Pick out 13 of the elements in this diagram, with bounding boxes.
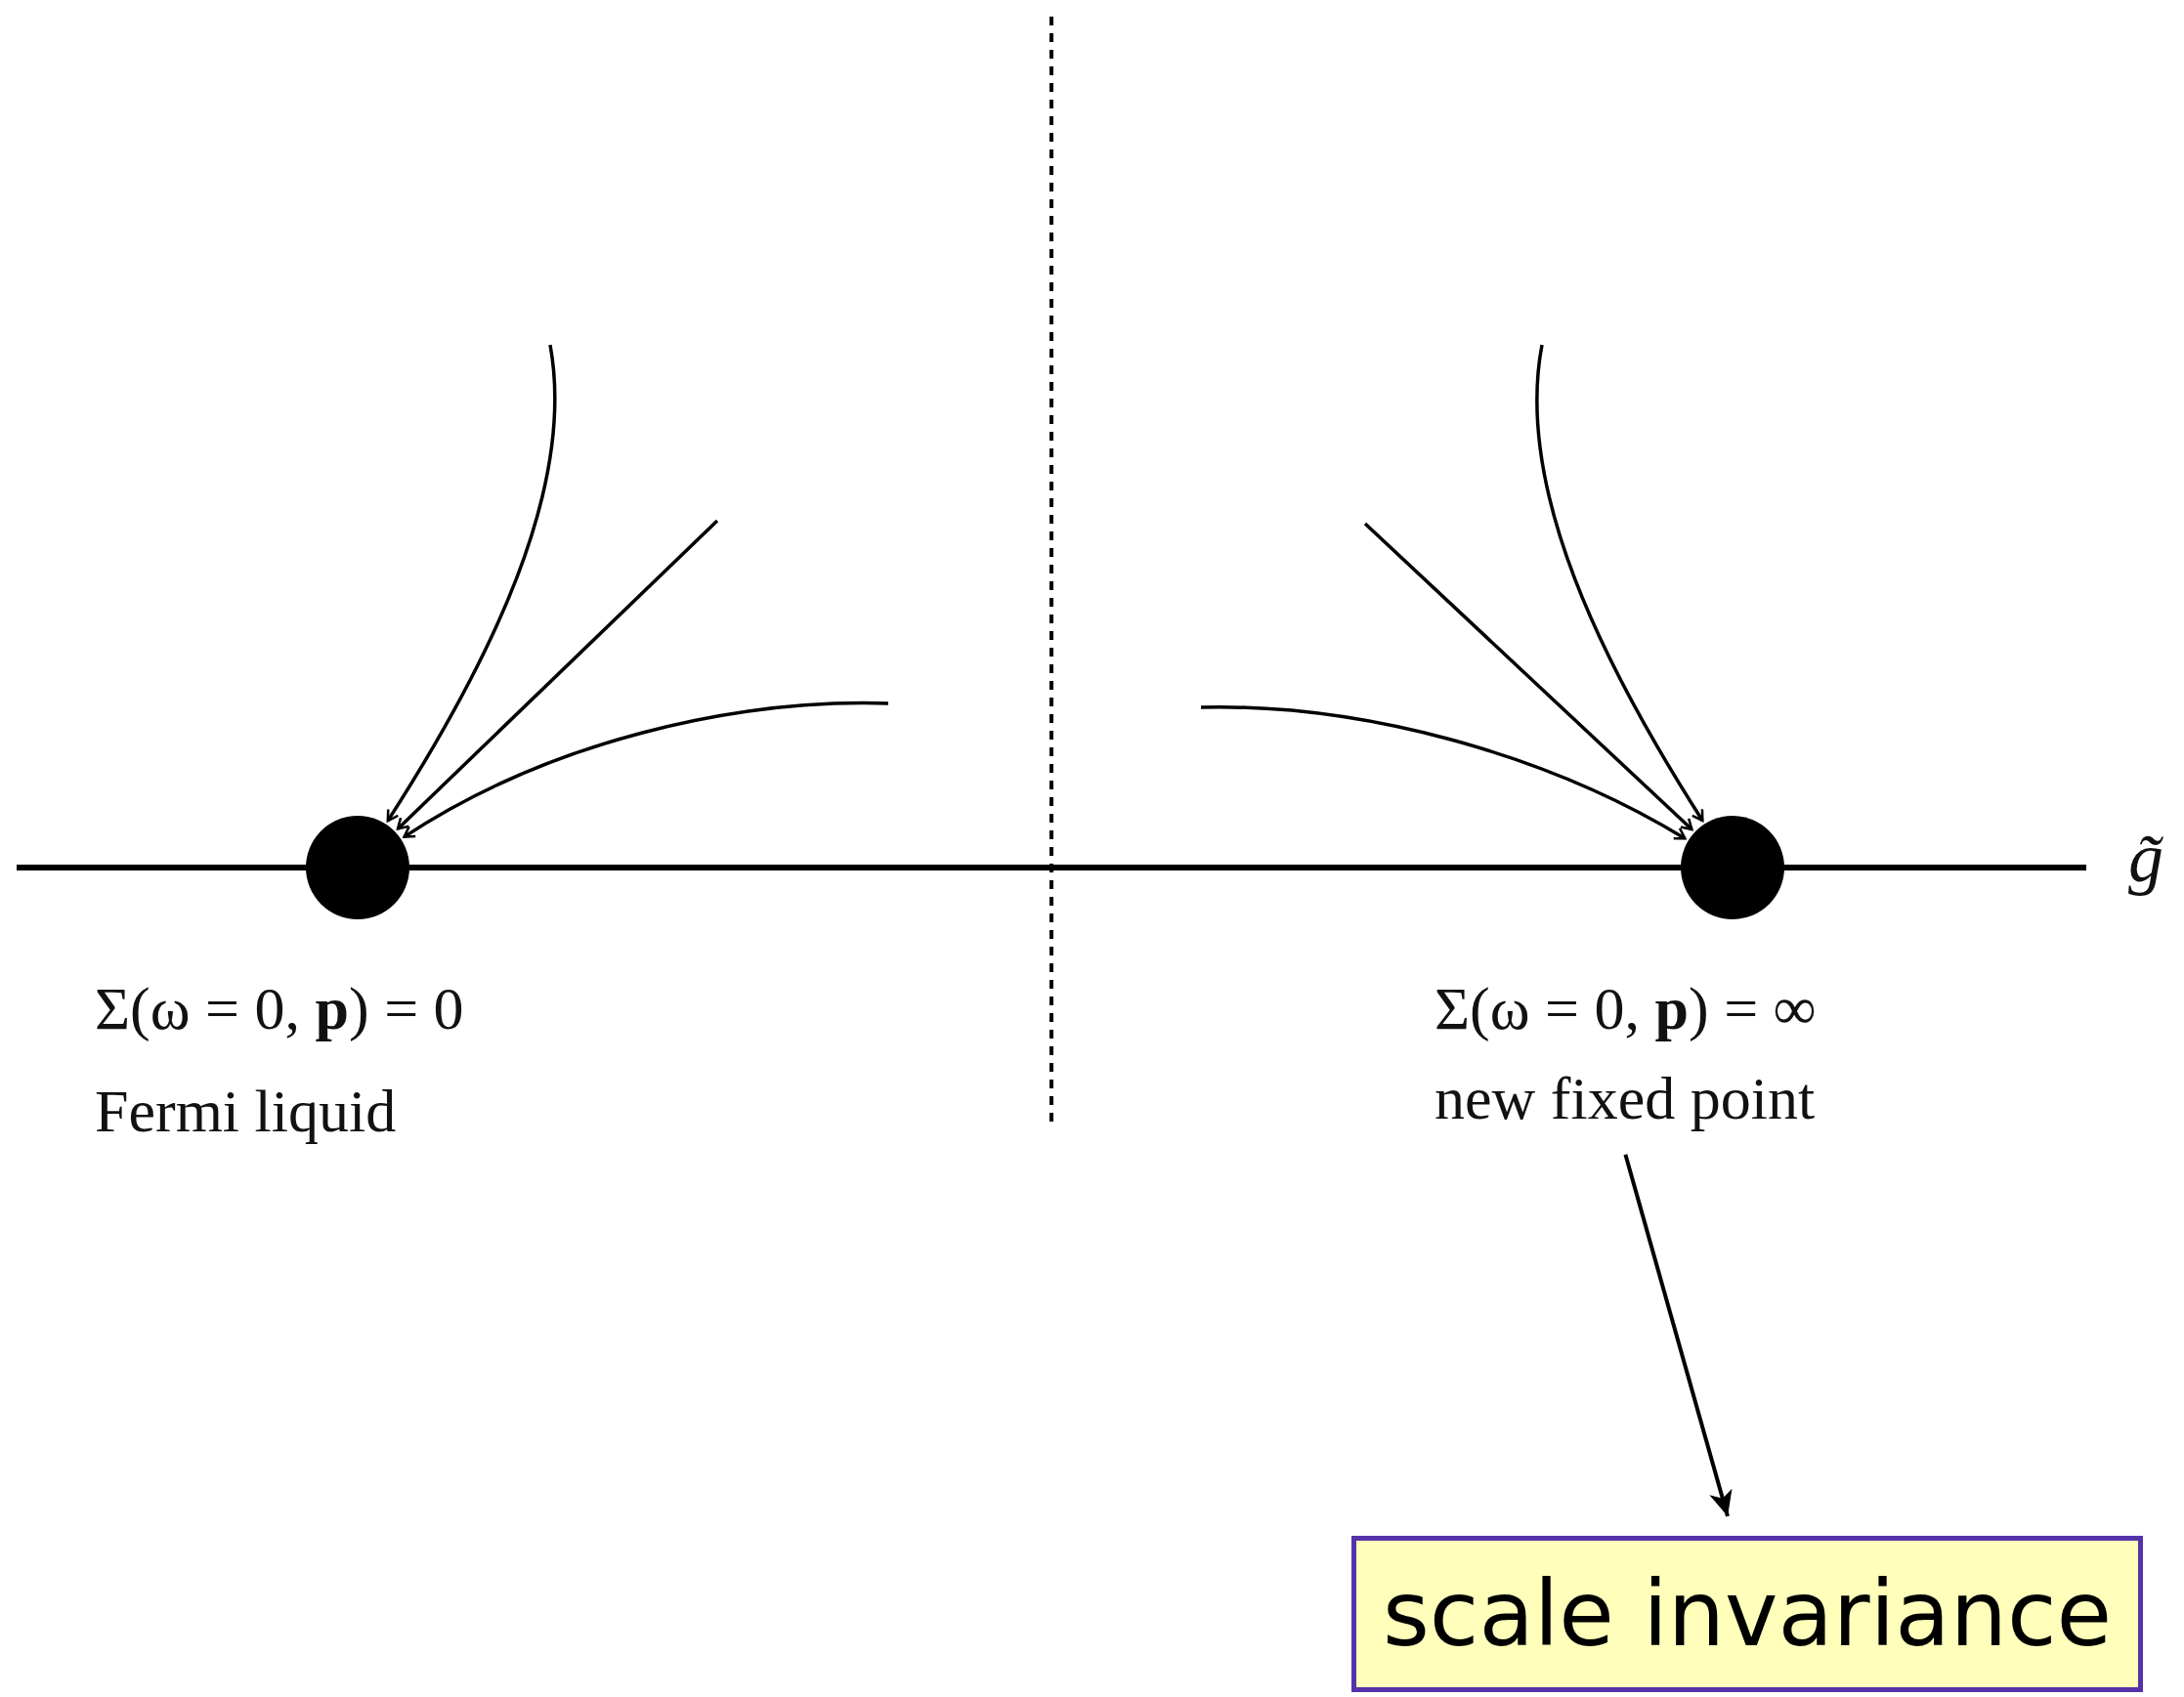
highlight-box: scale invariance <box>1351 1536 2143 1692</box>
arrow <box>1623 1154 1733 1517</box>
axis-label: g̃ <box>2128 818 2163 899</box>
arrow <box>1535 344 1704 823</box>
arrow <box>1363 522 1693 831</box>
formula-text: Σ(ω = 0, p) = ∞ <box>1435 974 1817 1043</box>
caption-text: new fixed point <box>1435 1064 1817 1134</box>
caption-text: Fermi liquid <box>95 1077 397 1146</box>
arrow <box>386 344 557 823</box>
arrow <box>403 701 888 839</box>
arrow <box>1201 705 1687 840</box>
formula-text: Σ(ω = 0, p) = 0 <box>95 974 464 1043</box>
arrow <box>396 519 719 830</box>
